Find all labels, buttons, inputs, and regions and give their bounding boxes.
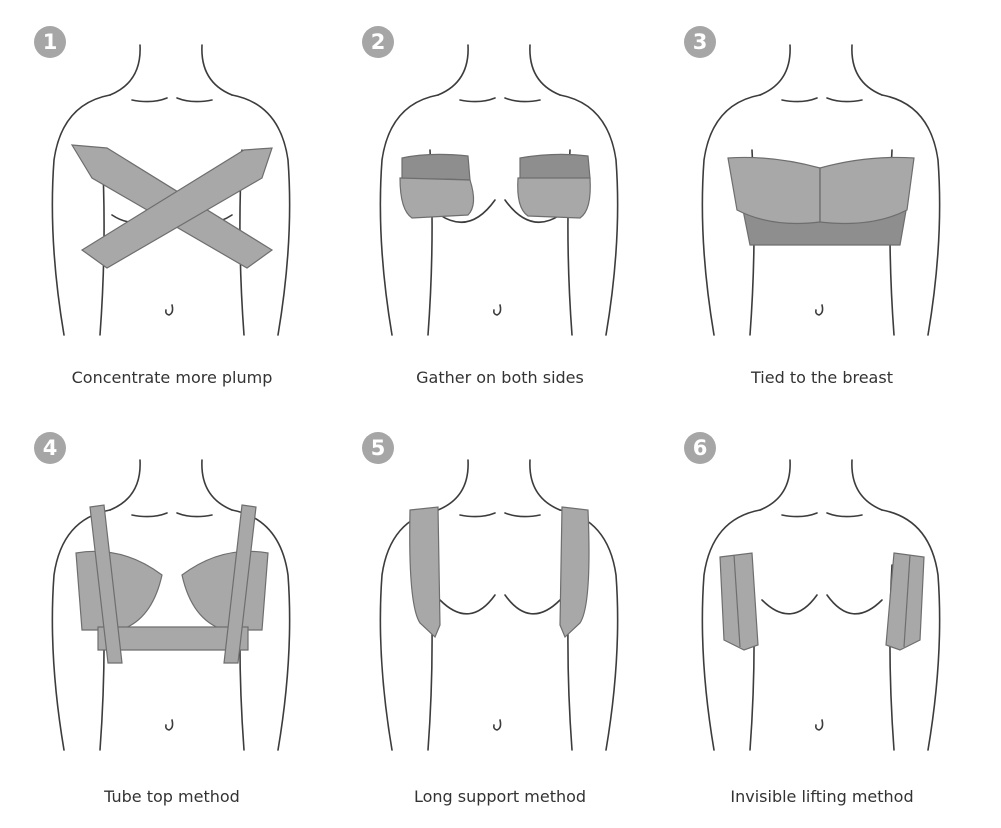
step-badge-5: 5: [362, 432, 394, 464]
tape-strap-right: [223, 504, 257, 664]
tape-cup-right: [819, 156, 915, 225]
tape-strip-right: [559, 506, 590, 639]
tape-band: [97, 626, 249, 651]
step-badge-3: 3: [684, 26, 716, 58]
tape-patch-left: [399, 177, 475, 219]
step-badge-1: 1: [34, 26, 66, 58]
caption-2: Gather on both sides: [416, 368, 584, 387]
torso-illustration-6: [701, 459, 941, 751]
caption-4: Tube top method: [104, 787, 240, 806]
caption-5: Long support method: [413, 787, 587, 806]
tape-cup-right: [181, 550, 269, 631]
tape-strip: [80, 147, 273, 269]
tape-patch-right: [517, 177, 591, 219]
step-badge-2: 2: [362, 26, 394, 58]
tape-patch-right: [519, 153, 591, 181]
tape-patch-left: [719, 552, 759, 651]
body-outline: [701, 459, 941, 751]
tape-strap-left: [89, 504, 123, 664]
caption-1: Concentrate more plump: [71, 368, 273, 387]
tape-strip-left: [409, 506, 441, 639]
panel-3: 3 Tied to the breast: [662, 0, 982, 400]
panel-2: 2 Gather on both sides: [340, 0, 660, 400]
tape-cup-left: [75, 550, 163, 631]
panel-6: 6 Invisible lifting method: [662, 415, 982, 815]
step-badge-6: 6: [684, 432, 716, 464]
caption-3: Tied to the breast: [751, 368, 893, 387]
panel-4: 4 Tube top method: [12, 415, 332, 815]
torso-illustration-2: [379, 44, 619, 336]
tape-cup-left: [727, 156, 821, 225]
torso-illustration-4: [51, 459, 291, 751]
panel-1: 1 Concentrate more plump: [12, 0, 332, 400]
caption-6: Invisible lifting method: [730, 787, 914, 806]
step-badge-4: 4: [34, 432, 66, 464]
torso-illustration-3: [701, 44, 941, 336]
tape-patch-left: [401, 153, 471, 181]
torso-illustration-1: [51, 44, 291, 336]
body-outline: [51, 459, 291, 751]
torso-illustration-5: [379, 459, 619, 751]
panel-5: 5 Long support method: [340, 415, 660, 815]
tape-patch-right: [885, 552, 925, 651]
